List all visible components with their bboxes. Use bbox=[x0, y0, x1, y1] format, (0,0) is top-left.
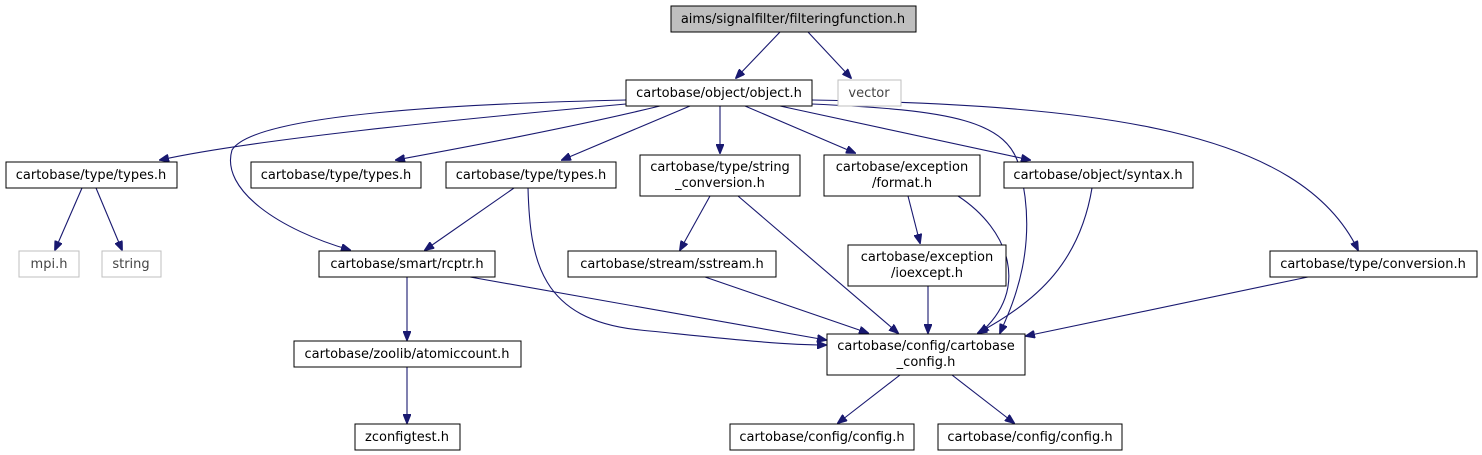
node-exception-format[interactable]: cartobase/exception /format.h bbox=[823, 154, 981, 197]
node-types-1[interactable]: cartobase/type/types.h bbox=[5, 161, 178, 189]
edge-object-types3 bbox=[562, 105, 691, 160]
node-types-2[interactable]: cartobase/type/types.h bbox=[250, 161, 422, 189]
node-label: cartobase/object/object.h bbox=[636, 86, 802, 101]
node-vector[interactable]: vector bbox=[837, 79, 902, 107]
edge-types1-string bbox=[95, 187, 122, 250]
node-label: cartobase/config/config.h bbox=[739, 430, 904, 445]
node-label: cartobase/type/types.h bbox=[456, 168, 606, 183]
edge-stringconv-cartobaseconfig bbox=[737, 195, 898, 333]
node-label: cartobase/zoolib/atomiccount.h bbox=[305, 347, 510, 362]
edge-filteringfunction-object bbox=[736, 31, 781, 78]
edge-object-types2 bbox=[396, 105, 661, 160]
edges bbox=[55, 31, 1358, 423]
node-label: cartobase/type/types.h bbox=[261, 168, 411, 183]
node-label: string bbox=[112, 257, 149, 272]
node-rcptr[interactable]: cartobase/smart/rcptr.h bbox=[318, 250, 496, 278]
node-conversion[interactable]: cartobase/type/conversion.h bbox=[1269, 250, 1478, 278]
node-string[interactable]: string bbox=[101, 250, 162, 278]
node-label: _config.h bbox=[896, 355, 956, 370]
edge-object-cartobaseconfig bbox=[811, 103, 1028, 333]
node-config-2[interactable]: cartobase/config/config.h bbox=[937, 423, 1123, 451]
edge-object-format bbox=[744, 105, 855, 153]
node-label: cartobase/type/conversion.h bbox=[1280, 257, 1466, 272]
node-label: cartobase/exception bbox=[861, 250, 993, 265]
node-atomiccount[interactable]: cartobase/zoolib/atomiccount.h bbox=[293, 340, 522, 368]
node-label: /ioexcept.h bbox=[891, 266, 963, 281]
edge-cartobaseconfig-config2 bbox=[951, 374, 1014, 423]
node-label: cartobase/object/syntax.h bbox=[1013, 168, 1182, 183]
node-label: cartobase/exception bbox=[836, 160, 968, 175]
node-label: cartobase/type/types.h bbox=[16, 168, 166, 183]
node-zconfigtest[interactable]: zconfigtest.h bbox=[354, 423, 461, 451]
edge-stringconv-sstream bbox=[680, 195, 711, 250]
node-cartobase-config[interactable]: cartobase/config/cartobase _config.h bbox=[826, 333, 1026, 376]
node-string-conversion[interactable]: cartobase/type/string _conversion.h bbox=[639, 154, 801, 197]
edge-format-cartobaseconfig bbox=[957, 195, 1010, 333]
edge-object-conversion bbox=[811, 99, 1358, 250]
edge-object-syntax bbox=[779, 105, 1030, 160]
node-config-1[interactable]: cartobase/config/config.h bbox=[729, 423, 915, 451]
node-label: aims/signalfilter/filteringfunction.h bbox=[681, 12, 905, 27]
node-mpi[interactable]: mpi.h bbox=[18, 250, 80, 278]
node-label: cartobase/type/string bbox=[650, 160, 790, 175]
edge-format-ioexcept bbox=[907, 195, 920, 243]
node-label: /format.h bbox=[872, 176, 932, 191]
node-label: mpi.h bbox=[31, 257, 68, 272]
edge-conversion-cartobaseconfig bbox=[1026, 276, 1309, 336]
node-label: vector bbox=[848, 86, 890, 101]
edge-object-rcptr bbox=[229, 99, 627, 250]
node-label: cartobase/smart/rcptr.h bbox=[330, 257, 483, 272]
edge-types3-rcptr bbox=[425, 187, 515, 250]
node-label: cartobase/stream/sstream.h bbox=[580, 257, 764, 272]
edge-object-types1 bbox=[160, 103, 627, 160]
edge-cartobaseconfig-config1 bbox=[838, 374, 901, 423]
node-ioexcept[interactable]: cartobase/exception /ioexcept.h bbox=[847, 244, 1007, 287]
node-filteringfunction[interactable]: aims/signalfilter/filteringfunction.h bbox=[670, 5, 917, 33]
edge-types1-mpi bbox=[55, 187, 83, 250]
edge-sstream-cartobaseconfig bbox=[704, 276, 868, 333]
node-label: zconfigtest.h bbox=[365, 430, 449, 445]
node-label: _conversion.h bbox=[674, 176, 765, 191]
nodes: aims/signalfilter/filteringfunction.h ca… bbox=[5, 5, 1478, 451]
edge-syntax-cartobaseconfig bbox=[978, 187, 1093, 333]
edge-filteringfunction-vector bbox=[807, 31, 851, 78]
node-label: cartobase/config/cartobase bbox=[837, 339, 1015, 354]
edge-types3-cartobaseconfig bbox=[527, 187, 826, 345]
node-types-3[interactable]: cartobase/type/types.h bbox=[445, 161, 617, 189]
node-sstream[interactable]: cartobase/stream/sstream.h bbox=[567, 250, 777, 278]
node-syntax[interactable]: cartobase/object/syntax.h bbox=[1003, 161, 1194, 189]
node-label: cartobase/config/config.h bbox=[947, 430, 1112, 445]
edge-rcptr-cartobaseconfig bbox=[469, 276, 826, 340]
node-object[interactable]: cartobase/object/object.h bbox=[625, 79, 813, 107]
